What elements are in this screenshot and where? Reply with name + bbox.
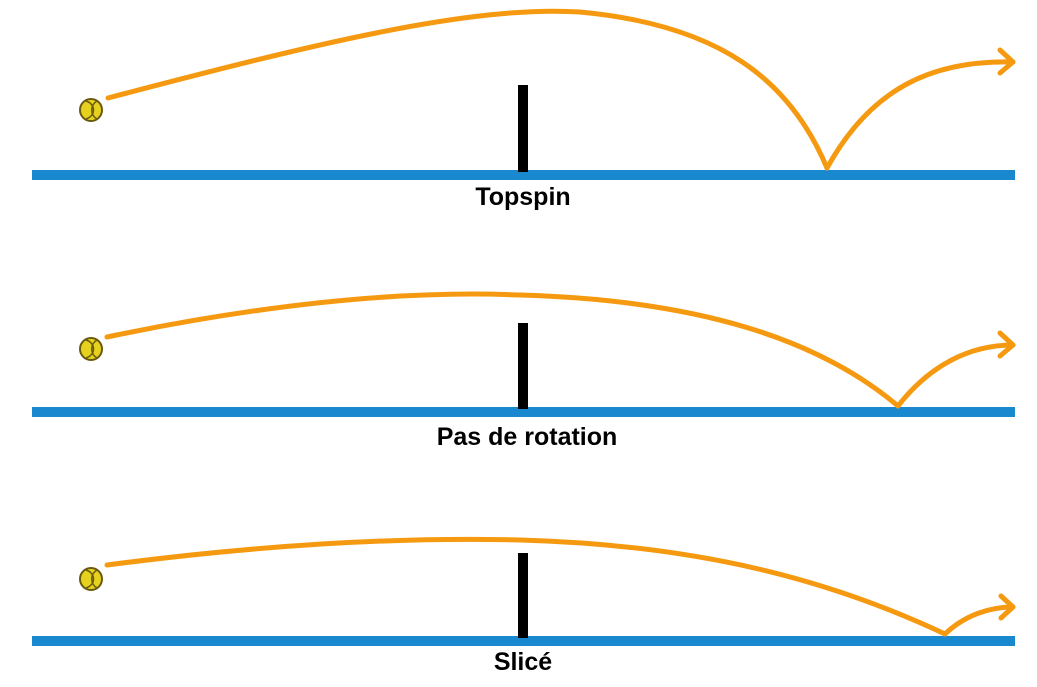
panel-no-spin: Pas de rotation — [32, 291, 1016, 451]
tennis-ball-icon — [79, 567, 103, 591]
arrow-right-icon — [998, 593, 1016, 621]
net — [518, 323, 528, 409]
arrow-right-icon — [997, 47, 1016, 76]
net — [518, 553, 528, 638]
panel-label: Topspin — [475, 183, 570, 211]
trajectory-path — [104, 291, 901, 409]
court-line — [32, 170, 1015, 180]
panel-label: Slicé — [494, 648, 552, 676]
net — [518, 85, 528, 172]
tennis-ball-icon — [79, 337, 103, 361]
arrow-right-icon — [997, 330, 1016, 359]
bounce-path — [824, 59, 1016, 171]
panel-slice: Slicé — [32, 536, 1016, 676]
trajectory-path — [105, 8, 830, 171]
tennis-ball-icon — [79, 98, 103, 122]
trajectory-path — [104, 536, 948, 637]
panel-topspin: Topspin — [32, 8, 1016, 211]
panel-label: Pas de rotation — [437, 423, 618, 451]
court-line — [32, 636, 1015, 646]
court-line — [32, 407, 1015, 417]
bounce-path — [942, 604, 1016, 637]
bounce-path — [895, 342, 1016, 409]
